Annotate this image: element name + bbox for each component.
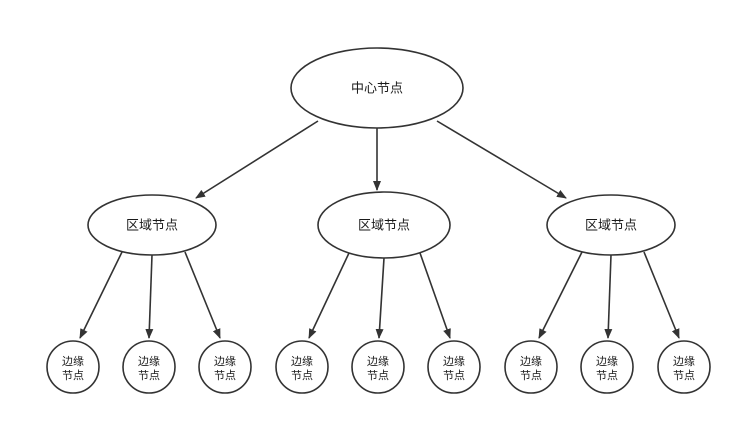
region-node-label-2: 区域节点 bbox=[358, 219, 410, 234]
edge-node-label-5: 边缘节点 bbox=[367, 355, 389, 382]
root-to-region-1 bbox=[195, 120, 319, 199]
node-region-2[interactable]: 区域节点 bbox=[317, 191, 451, 259]
node-edge-1[interactable]: 边缘节点 bbox=[46, 340, 100, 394]
node-edge-2[interactable]: 边缘节点 bbox=[122, 340, 176, 394]
region-3-to-leaf-7 bbox=[538, 251, 583, 339]
root-to-region-3 bbox=[436, 120, 567, 199]
edge-node-shape-7[interactable] bbox=[504, 340, 558, 394]
central-node-shape[interactable] bbox=[290, 47, 464, 129]
edge-node-shape-9[interactable] bbox=[657, 340, 711, 394]
edge-node-label-7: 边缘节点 bbox=[520, 355, 542, 382]
edge-node-label-9: 边缘节点 bbox=[673, 355, 695, 382]
edge-node-label-8: 边缘节点 bbox=[596, 355, 618, 382]
edge-node-shape-1[interactable] bbox=[46, 340, 100, 394]
node-central[interactable]: 中心节点 bbox=[290, 47, 464, 129]
node-edge-8[interactable]: 边缘节点 bbox=[580, 340, 634, 394]
central-node-label: 中心节点 bbox=[351, 82, 403, 97]
edge-node-shape-8[interactable] bbox=[580, 340, 634, 394]
node-edge-4[interactable]: 边缘节点 bbox=[275, 340, 329, 394]
region-2-to-leaf-5 bbox=[375, 257, 385, 339]
edges-layer bbox=[79, 120, 680, 339]
node-region-1[interactable]: 区域节点 bbox=[87, 194, 217, 256]
node-edge-3[interactable]: 边缘节点 bbox=[198, 340, 252, 394]
node-edge-9[interactable]: 边缘节点 bbox=[657, 340, 711, 394]
edge-node-label-6: 边缘节点 bbox=[443, 355, 465, 382]
region-2-to-leaf-4 bbox=[308, 252, 350, 339]
node-edge-5[interactable]: 边缘节点 bbox=[351, 340, 405, 394]
edge-node-shape-4[interactable] bbox=[275, 340, 329, 394]
region-1-to-leaf-1 bbox=[79, 251, 123, 339]
region-node-label-1: 区域节点 bbox=[126, 219, 178, 234]
region-3-to-leaf-8 bbox=[604, 254, 613, 339]
node-region-3[interactable]: 区域节点 bbox=[546, 194, 676, 256]
node-edge-7[interactable]: 边缘节点 bbox=[504, 340, 558, 394]
region-1-to-leaf-2 bbox=[145, 254, 154, 339]
node-edge-6[interactable]: 边缘节点 bbox=[427, 340, 481, 394]
edge-node-label-2: 边缘节点 bbox=[138, 355, 160, 382]
edge-node-shape-6[interactable] bbox=[427, 340, 481, 394]
region-1-to-leaf-3 bbox=[184, 251, 221, 339]
edge-node-shape-5[interactable] bbox=[351, 340, 405, 394]
region-node-shape-3[interactable] bbox=[546, 194, 676, 256]
edge-node-shape-3[interactable] bbox=[198, 340, 252, 394]
region-node-label-3: 区域节点 bbox=[585, 219, 637, 234]
edge-node-shape-2[interactable] bbox=[122, 340, 176, 394]
edge-node-label-3: 边缘节点 bbox=[214, 355, 236, 382]
region-node-shape-2[interactable] bbox=[317, 191, 451, 259]
region-2-to-leaf-6 bbox=[419, 252, 451, 339]
edge-node-label-4: 边缘节点 bbox=[291, 355, 313, 382]
region-node-shape-1[interactable] bbox=[87, 194, 217, 256]
edge-node-label-1: 边缘节点 bbox=[62, 355, 84, 382]
region-3-to-leaf-9 bbox=[643, 251, 680, 339]
